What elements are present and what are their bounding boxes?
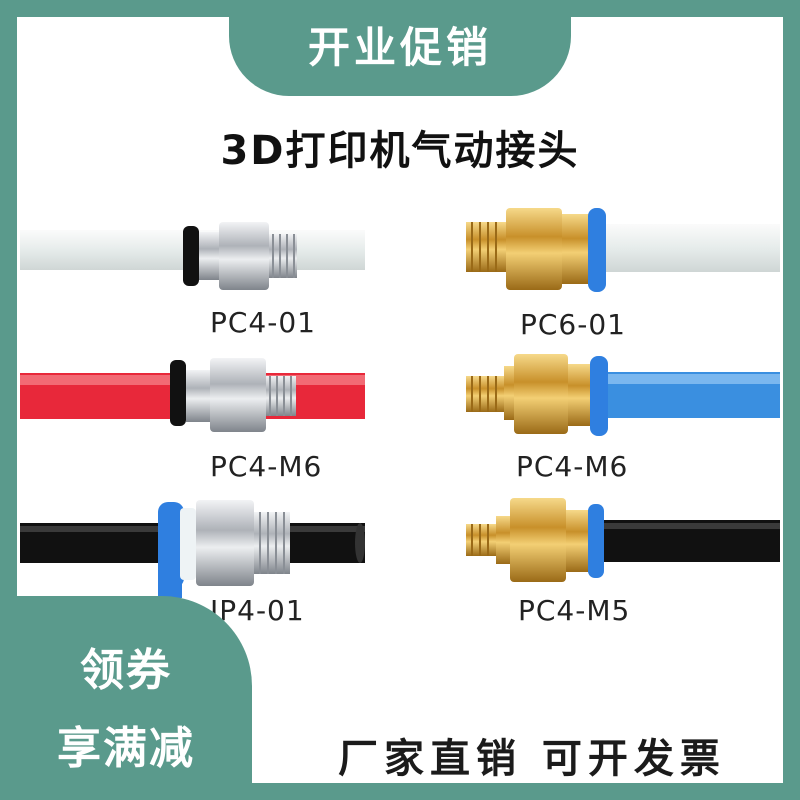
fitting-pc4-m6-brass — [466, 354, 780, 436]
label-pc6-01: PC6-01 — [520, 308, 626, 341]
footer-slogan: 厂家直销 可开发票 — [338, 736, 726, 782]
headline: 3D打印机气动接头 — [220, 128, 580, 174]
top-banner: 开业促销 — [229, 0, 571, 96]
fitting-pc4-m5 — [466, 498, 780, 582]
fitting-jp4-01 — [20, 500, 365, 598]
label-pc4-01: PC4-01 — [210, 306, 316, 339]
coupon-line-2: 享满减 — [57, 723, 195, 774]
fitting-pc4-m6-chrome — [20, 358, 365, 432]
label-pc4-m6-left: PC4-M6 — [210, 450, 323, 483]
label-pc4-m6-right: PC4-M6 — [516, 450, 629, 483]
fitting-pc4-01 — [20, 222, 365, 290]
banner-text: 开业促销 — [307, 23, 492, 72]
label-pc4-m5: PC4-M5 — [518, 594, 631, 627]
coupon-badge: 领券 享满减 — [0, 596, 252, 800]
coupon-line-1: 领券 — [80, 645, 172, 696]
fitting-pc6-01 — [466, 208, 780, 292]
